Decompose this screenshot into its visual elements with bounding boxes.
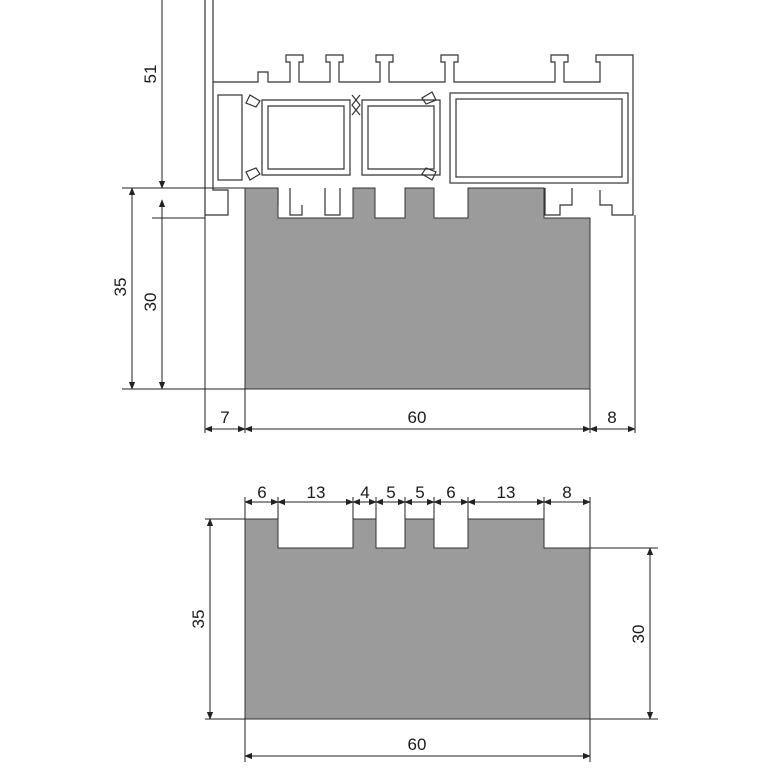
dim-label-35-bottom: 35 <box>189 610 208 629</box>
dim-label-51: 51 <box>141 65 160 84</box>
segment-label: 6 <box>257 483 266 502</box>
segment-label: 8 <box>562 483 571 502</box>
segment-label: 13 <box>307 483 326 502</box>
aluminium-profile-section <box>204 0 634 216</box>
bottom-dimension-lines <box>206 498 654 760</box>
bottom-segment-labels: 6 13 4 5 5 6 13 8 <box>257 483 571 502</box>
top-dimension-lines <box>128 0 636 433</box>
segment-label: 6 <box>446 483 455 502</box>
dim-label-60-top: 60 <box>408 408 427 427</box>
top-extension-lines <box>122 187 636 433</box>
slotted-block-bottom <box>244 518 591 720</box>
dim-label-35-top: 35 <box>111 278 130 297</box>
dim-label-30-bottom: 30 <box>629 625 648 644</box>
segment-label: 4 <box>360 483 369 502</box>
segment-label: 5 <box>386 483 395 502</box>
dim-label-7: 7 <box>220 408 229 427</box>
dim-label-60-bottom: 60 <box>408 735 427 754</box>
segment-label: 13 <box>497 483 516 502</box>
slotted-block-top <box>244 187 591 390</box>
dim-label-30-top: 30 <box>141 293 160 312</box>
segment-label: 5 <box>415 483 424 502</box>
dim-label-8: 8 <box>607 408 616 427</box>
